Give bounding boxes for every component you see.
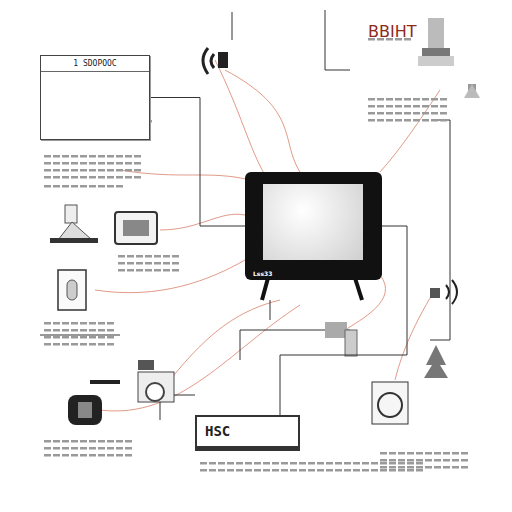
heading-label: BBIHT xyxy=(368,22,416,41)
wifi-symbol xyxy=(430,280,457,304)
node-label: HSC xyxy=(205,423,230,439)
smart-lamp xyxy=(50,205,98,243)
tv-screen xyxy=(263,184,363,260)
router-device xyxy=(418,18,480,98)
speaker-device xyxy=(68,395,102,425)
camera-device xyxy=(90,360,174,402)
node-label: Lss33 xyxy=(253,270,272,277)
leader-lines xyxy=(40,10,450,420)
wall-panel xyxy=(58,270,86,310)
hub-device xyxy=(325,322,357,356)
node-label: 1 SDOPOOC xyxy=(41,56,149,72)
appliance xyxy=(372,382,408,424)
tv-set: Lss33 xyxy=(245,172,382,280)
tv-stand xyxy=(262,278,362,300)
thermostat xyxy=(115,212,157,244)
wifi-symbol xyxy=(203,48,228,74)
cable-connector xyxy=(150,98,245,227)
set-top-box: HSC xyxy=(195,415,300,451)
device-panel: 1 SDOPOOC xyxy=(40,55,150,140)
tree-icon xyxy=(424,345,448,378)
